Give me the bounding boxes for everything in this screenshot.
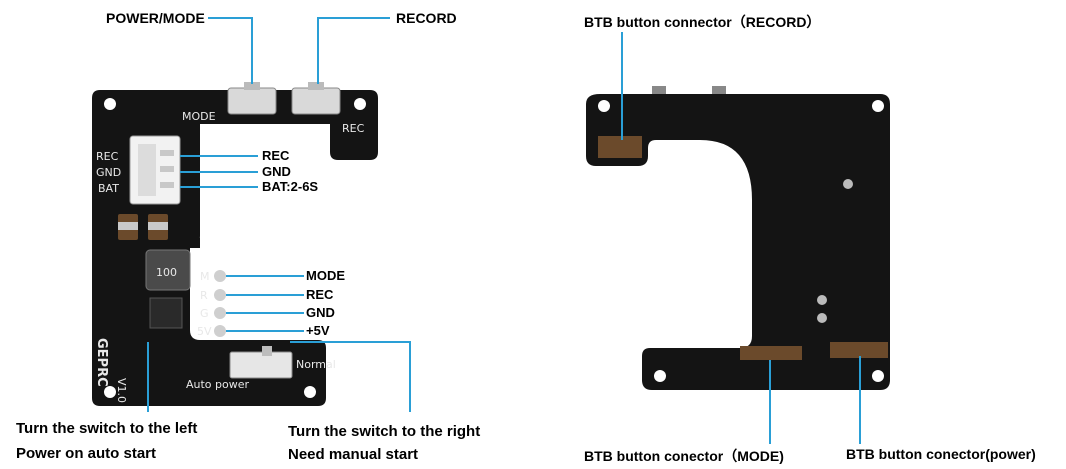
silk-bat: BAT [98, 182, 119, 195]
label-bat: BAT:2-6S [262, 179, 319, 194]
silk-inductor: 100 [156, 266, 177, 279]
pad-m [214, 270, 226, 282]
pad-r [214, 289, 226, 301]
mount-hole [304, 386, 316, 398]
silk-version: V1.0 [115, 378, 128, 403]
label-switch-left-1: Turn the switch to the left [16, 420, 198, 437]
label-switch-right-2: Need manual start [288, 446, 419, 463]
label-gnd-pad: GND [306, 305, 335, 320]
silk-g: G [200, 307, 209, 320]
mount-hole [354, 98, 366, 110]
pad-g [214, 307, 226, 319]
silk-mode: MODE [182, 110, 216, 123]
btb-record [598, 136, 642, 158]
chip [149, 297, 183, 329]
label-btb-mode: BTB button conector（MODE) [584, 448, 784, 464]
front-leader-lines [147, 17, 411, 412]
back-pcb [586, 86, 890, 390]
back-pcb-body [586, 94, 890, 390]
mount-hole [104, 386, 116, 398]
back-leader-lines [621, 32, 861, 444]
inductor [145, 249, 191, 291]
silk-r: R [200, 289, 208, 302]
silk-brand: GEPRC [94, 338, 109, 387]
label-mode-pad: MODE [306, 268, 345, 283]
label-rec-pad: REC [306, 287, 334, 302]
silk-rec-top: REC [342, 122, 365, 135]
silk-normal: Normal [296, 358, 336, 371]
power-mode-button [227, 87, 277, 115]
btb-mode [740, 346, 802, 360]
label-switch-left-2: Power on auto start [16, 445, 157, 462]
silk-auto-power: Auto power [186, 378, 250, 391]
label-btb-power: BTB button conector(power) [846, 446, 1036, 462]
label-gnd: GND [262, 164, 291, 179]
label-power-mode: POWER/MODE [106, 10, 205, 26]
record-button [291, 87, 341, 115]
label-rec: REC [262, 148, 290, 163]
silk-5v: 5V [197, 325, 212, 338]
silk-m: M [200, 270, 210, 283]
silk-rec: REC [96, 150, 119, 163]
pad-5v [214, 325, 226, 337]
label-5v-pad: +5V [306, 323, 330, 338]
btb-power [830, 342, 888, 358]
silk-gnd: GND [96, 166, 121, 179]
label-btb-record: BTB button connector（RECORD） [584, 14, 821, 30]
slide-switch [229, 351, 293, 379]
front-pcb: MODE REC REC GND BAT M R G 5V 100 Auto p… [92, 82, 378, 406]
label-record: RECORD [396, 10, 457, 26]
mount-hole [104, 98, 116, 110]
label-switch-right-1: Turn the switch to the right [288, 423, 481, 440]
